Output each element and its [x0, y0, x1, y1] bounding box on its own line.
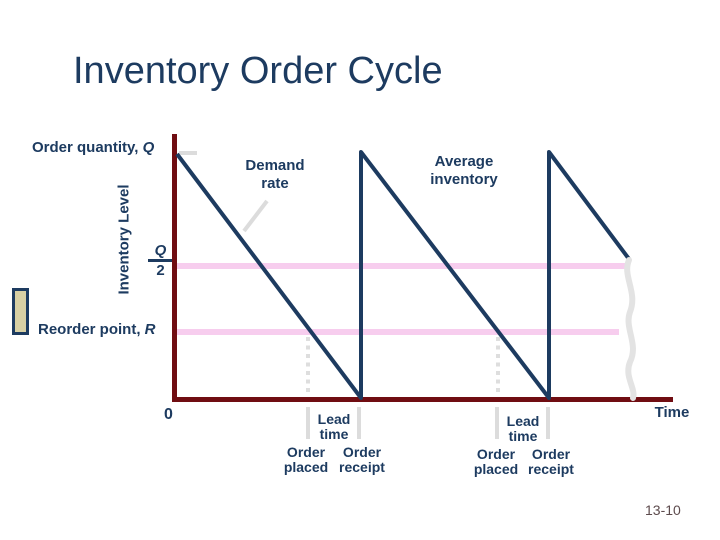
origin-tick-label: 0: [164, 406, 173, 423]
order-placed-label: Order placed: [473, 446, 519, 477]
q-over-2-label: Q 2: [148, 243, 173, 279]
reorder-point-symbol: R: [144, 321, 156, 338]
average-inventory-label: Average inventory: [430, 153, 498, 188]
reorder-point-text: Reorder point,: [38, 321, 145, 338]
x-axis-title: Time: [654, 404, 690, 421]
order-quantity-text: Order quantity,: [32, 139, 143, 156]
y-axis: [172, 134, 177, 402]
reorder-point-label: Reorder point, R: [38, 321, 156, 338]
reorder-point-guide-line: [177, 329, 619, 335]
lead-time-label: Lead time: [317, 411, 351, 442]
break-squiggle: [624, 257, 637, 401]
order-quantity-label: Order quantity, Q: [32, 139, 154, 156]
q-over-2-denominator: 2: [148, 259, 173, 279]
demand-rate-callout-line: [242, 199, 269, 233]
lead-time-label: Lead time: [506, 413, 540, 444]
q-over-2-numerator: Q: [154, 242, 167, 259]
demand-rate-label: Demand rate: [245, 157, 305, 192]
order-placed-label: Order placed: [283, 444, 329, 475]
slide-accent-rectangle: [12, 288, 29, 335]
y-axis-title: Inventory Level: [115, 184, 133, 295]
order-quantity-symbol: Q: [142, 139, 155, 156]
order-receipt-label: Order receipt: [528, 446, 574, 477]
average-inventory-guide-line: [177, 263, 627, 269]
page-title: Inventory Order Cycle: [73, 50, 443, 92]
x-axis: [172, 397, 673, 402]
order-receipt-label: Order receipt: [339, 444, 385, 475]
page-number: 13-10: [645, 502, 681, 518]
